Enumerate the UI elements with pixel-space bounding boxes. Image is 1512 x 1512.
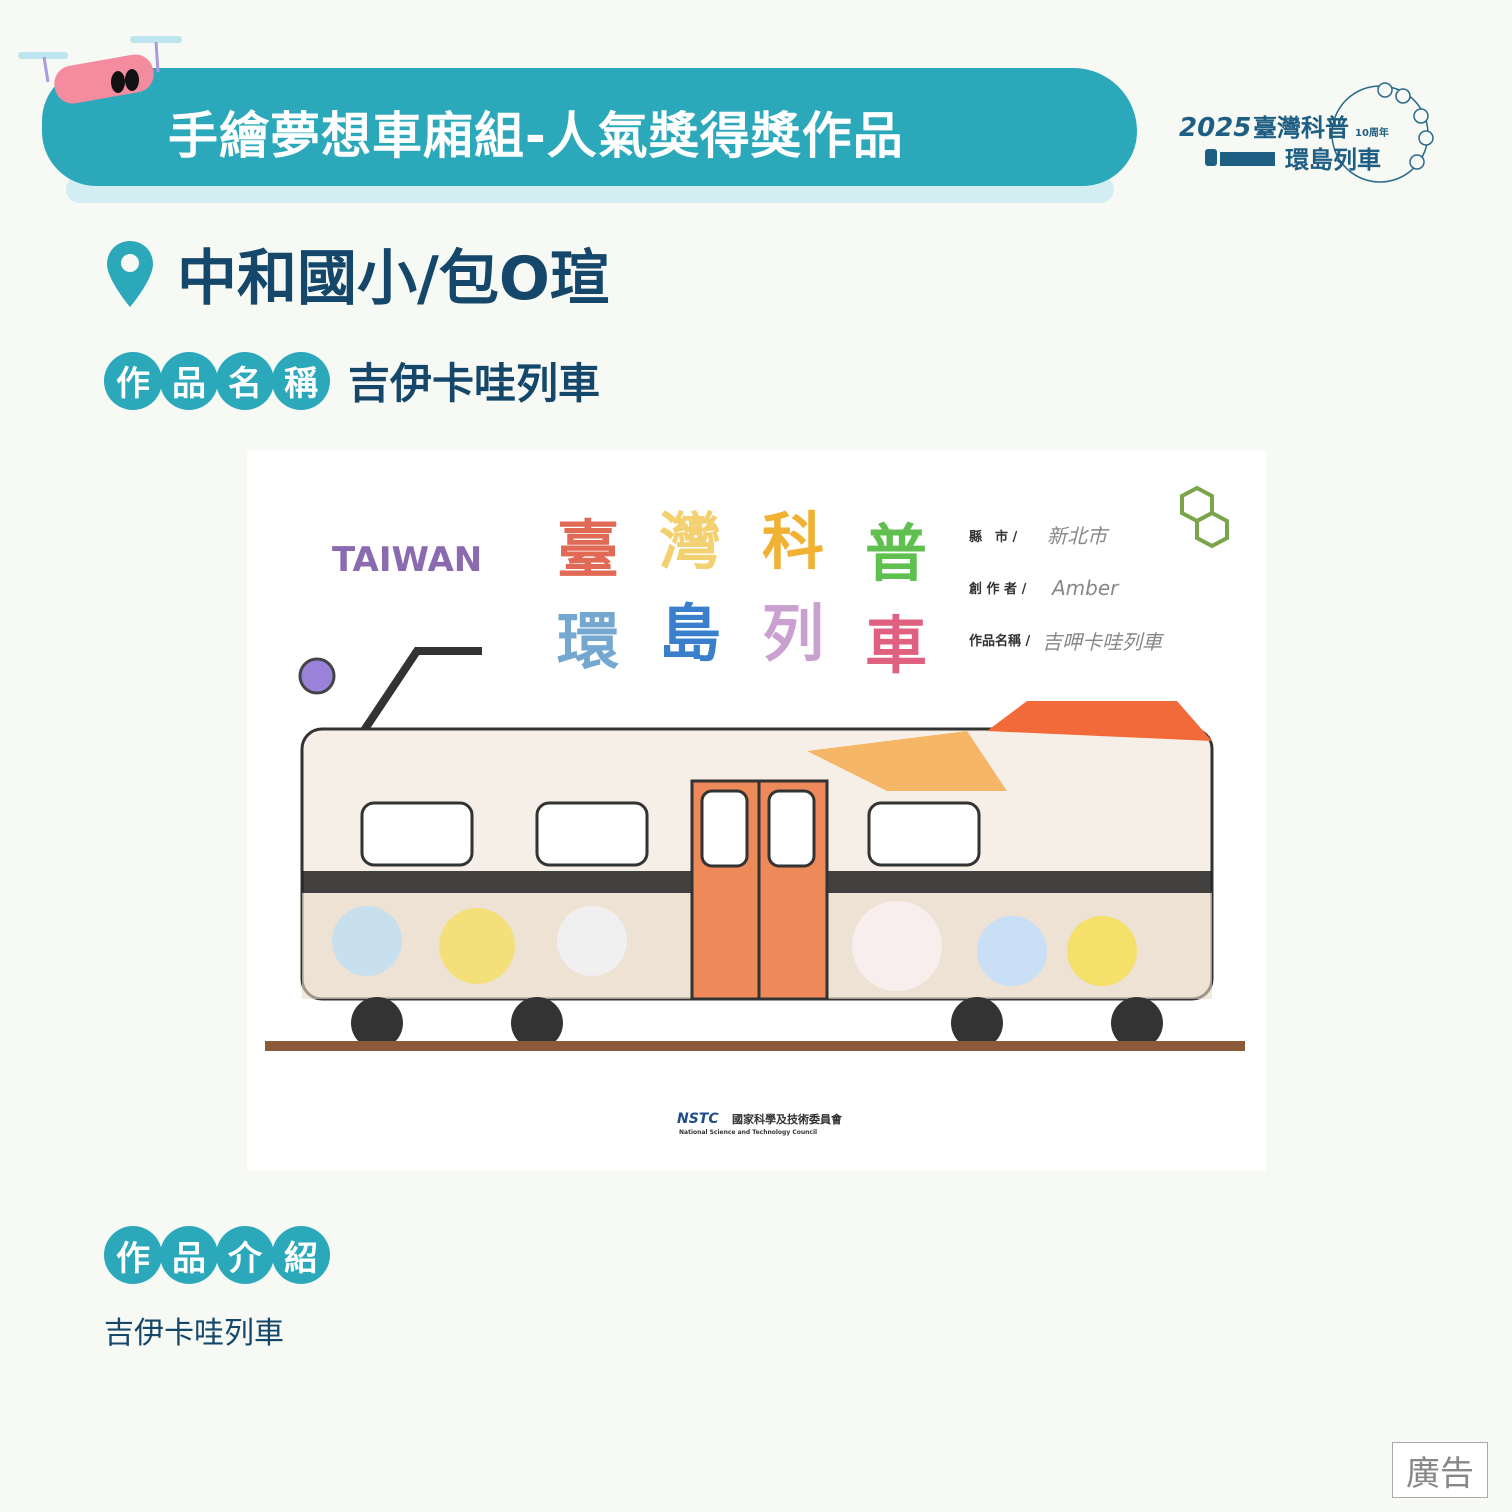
svg-text:科: 科 bbox=[762, 505, 824, 578]
svg-text:吉呷卡哇列車: 吉呷卡哇列車 bbox=[1042, 630, 1165, 654]
work-name-label: 作 品 名 稱 bbox=[104, 351, 330, 410]
school-and-student: 中和國小/包O瑄 bbox=[177, 244, 610, 314]
svg-text:縣 市 /: 縣 市 / bbox=[969, 529, 1018, 545]
svg-text:臺灣科普: 臺灣科普 bbox=[1253, 114, 1349, 142]
svg-text:國家科學及技術委員會: 國家科學及技術委員會 bbox=[732, 1112, 843, 1126]
work-name-value: 吉伊卡哇列車 bbox=[348, 359, 601, 408]
title-banner bbox=[42, 68, 1137, 186]
svg-text:普: 普 bbox=[865, 517, 927, 590]
label-char: 紹 bbox=[272, 1226, 330, 1284]
svg-text:臺: 臺 bbox=[557, 513, 619, 586]
label-char: 介 bbox=[216, 1226, 274, 1284]
intro-text: 吉伊卡哇列車 bbox=[104, 1316, 284, 1351]
svg-text:National Science and Technolog: National Science and Technology Council bbox=[679, 1129, 817, 1136]
page-title: 手繪夢想車廂組-人氣獎得獎作品 bbox=[168, 107, 904, 165]
drone-mascot-icon bbox=[18, 36, 182, 104]
label-char: 稱 bbox=[272, 351, 330, 410]
artwork-image: TAIWAN 臺 灣 科 普 環 島 列 車 縣 市 / 創 作 者 / 作品名… bbox=[247, 451, 1266, 1171]
svg-text:創 作 者 /: 創 作 者 / bbox=[968, 581, 1027, 597]
svg-text:2025: 2025 bbox=[1179, 113, 1251, 143]
intro-label: 作 品 介 紹 bbox=[104, 1226, 330, 1284]
artwork-brand: TAIWAN bbox=[332, 540, 482, 580]
map-pin-icon bbox=[107, 240, 153, 307]
ad-badge[interactable]: 廣告 bbox=[1392, 1442, 1488, 1498]
label-char: 作 bbox=[104, 351, 162, 410]
work-name-row: 作 品 名 稱 吉伊卡哇列車 bbox=[104, 350, 600, 411]
svg-text:NSTC: NSTC bbox=[677, 1111, 719, 1127]
school-location: 中和國小/包O瑄 bbox=[105, 230, 610, 317]
svg-text:環: 環 bbox=[557, 605, 619, 678]
label-char: 作 bbox=[104, 1226, 162, 1284]
svg-text:Amber: Amber bbox=[1050, 576, 1120, 600]
artwork-footer: NSTC 國家科學及技術委員會 National Science and Tec… bbox=[677, 1111, 843, 1136]
event-logo: 2025 臺灣科普 10周年 環島列車 bbox=[1175, 82, 1445, 192]
artwork-title: 臺 灣 科 普 環 島 列 車 bbox=[557, 505, 927, 682]
svg-text:環島列車: 環島列車 bbox=[1285, 146, 1381, 174]
svg-text:灣: 灣 bbox=[659, 505, 721, 578]
svg-text:作品名稱 /: 作品名稱 / bbox=[969, 633, 1031, 649]
label-char: 名 bbox=[216, 351, 274, 410]
svg-text:車: 車 bbox=[865, 609, 927, 682]
label-char: 品 bbox=[160, 351, 218, 410]
label-char: 品 bbox=[160, 1226, 218, 1284]
svg-text:10周年: 10周年 bbox=[1355, 126, 1389, 139]
svg-text:列: 列 bbox=[762, 597, 824, 670]
svg-text:新北市: 新北市 bbox=[1047, 524, 1110, 548]
svg-text:島: 島 bbox=[659, 597, 721, 670]
